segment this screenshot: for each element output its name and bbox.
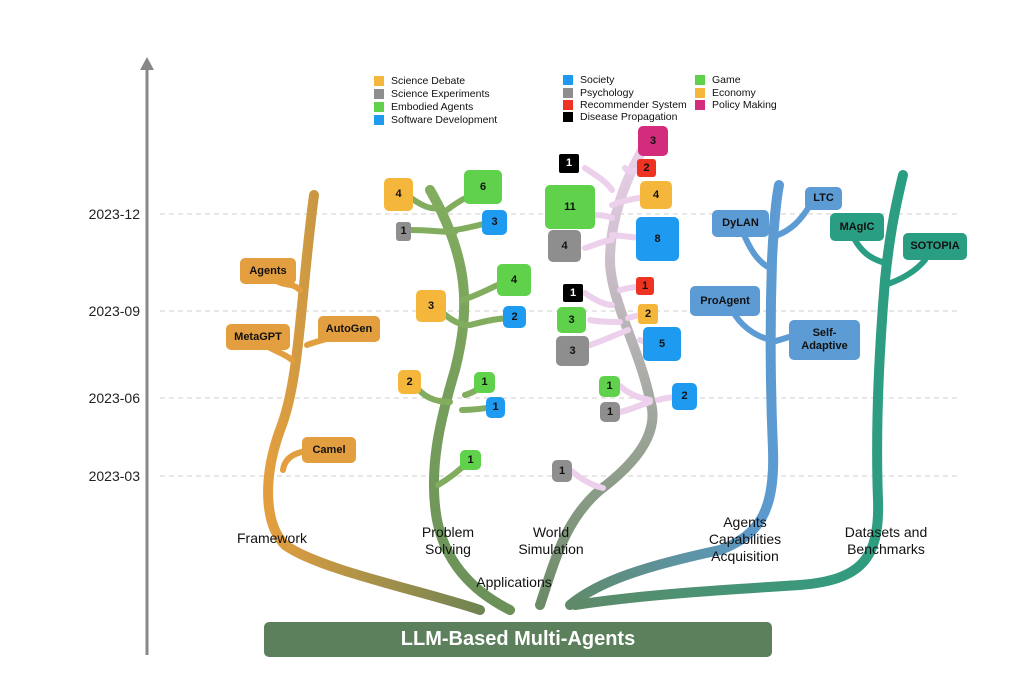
label-agents-capabilities: Agents Capabilities Acquisition <box>708 514 782 564</box>
legend-society: Society <box>563 73 614 86</box>
y-tick-2023-09: 2023-09 <box>88 303 140 319</box>
ws-node-society-5[interactable]: 5 <box>643 327 681 361</box>
legend-label: Science Debate <box>391 74 466 87</box>
ps-node-software-1[interactable]: 1 <box>486 397 505 418</box>
ws-node-recommender-1[interactable]: 1 <box>636 277 654 295</box>
ws-node-disease-1a[interactable]: 1 <box>559 154 579 173</box>
root-box: LLM-Based Multi-Agents <box>264 622 772 657</box>
legend-swatch <box>374 101 384 112</box>
ws-node-psychology-1b[interactable]: 1 <box>552 460 572 482</box>
ps-node-experiment-1[interactable]: 1 <box>396 222 411 241</box>
legend-label: Game <box>712 73 741 86</box>
legend-swatch <box>695 74 705 85</box>
legend-swatch <box>374 75 384 86</box>
legend-label: Policy Making <box>712 98 777 111</box>
legend-swatch <box>695 87 705 98</box>
legend-embodied-agents: Embodied Agents <box>374 100 473 113</box>
node-metagpt[interactable]: MetaGPT <box>226 324 290 350</box>
node-proagent[interactable]: ProAgent <box>690 286 760 316</box>
ws-node-society-8[interactable]: 8 <box>636 217 679 261</box>
legend-swatch <box>563 87 573 98</box>
legend-psychology: Psychology <box>563 86 634 99</box>
legend-swatch <box>374 114 384 125</box>
legend-swatch <box>695 99 705 110</box>
legend-science-experiments: Science Experiments <box>374 87 490 100</box>
ws-node-game-11[interactable]: 11 <box>545 185 595 229</box>
ws-node-policy-3[interactable]: 3 <box>638 126 668 156</box>
ps-node-embodied-1b[interactable]: 1 <box>460 450 481 470</box>
legend-disease-propagation: Disease Propagation <box>563 110 677 123</box>
ws-node-psychology-1a[interactable]: 1 <box>600 402 620 422</box>
legend-label: Psychology <box>580 86 634 99</box>
ps-node-embodied-1a[interactable]: 1 <box>474 372 495 393</box>
legend-label: Software Development <box>391 113 498 126</box>
legend-swatch <box>563 74 573 85</box>
legend-recommender-system: Recommender System <box>563 98 687 111</box>
y-tick-2023-03: 2023-03 <box>88 468 140 484</box>
label-world-simulation: World Simulation <box>518 524 584 557</box>
ws-node-psychology-3[interactable]: 3 <box>556 336 589 366</box>
ws-node-game-3[interactable]: 3 <box>557 307 586 333</box>
node-dylan[interactable]: DyLAN <box>712 210 769 237</box>
legend-label: Embodied Agents <box>391 100 474 113</box>
datasets-branch <box>570 170 928 610</box>
legend-label: Society <box>580 73 615 86</box>
label-applications: Applications <box>476 574 552 590</box>
ps-node-embodied-6[interactable]: 6 <box>464 170 502 204</box>
legend-label: Recommender System <box>580 98 687 111</box>
legend-science-debate: Science Debate <box>374 74 465 87</box>
ws-node-psychology-4[interactable]: 4 <box>548 230 581 262</box>
ws-node-economy-2[interactable]: 2 <box>638 304 658 324</box>
legend-software-development: Software Development <box>374 113 497 126</box>
label-datasets: Datasets and Benchmarks <box>844 524 928 557</box>
legend-swatch <box>563 111 573 122</box>
legend-policy-making: Policy Making <box>695 98 777 111</box>
ps-node-debate-2[interactable]: 2 <box>398 370 421 394</box>
node-self-adaptive[interactable]: Self- Adaptive <box>789 320 860 360</box>
ws-node-society-2[interactable]: 2 <box>672 383 697 410</box>
ps-node-software-3[interactable]: 3 <box>482 210 507 235</box>
ps-node-debate-3[interactable]: 3 <box>416 290 446 322</box>
legend-game: Game <box>695 73 741 86</box>
node-sotopia[interactable]: SOTOPIA <box>903 233 967 260</box>
node-ltc[interactable]: LTC <box>805 187 842 210</box>
legend-label: Disease Propagation <box>580 110 678 123</box>
node-camel[interactable]: Camel <box>302 437 356 463</box>
ps-node-debate-4[interactable]: 4 <box>384 178 413 211</box>
ps-node-software-2[interactable]: 2 <box>503 306 526 328</box>
ws-node-disease-1b[interactable]: 1 <box>563 284 583 302</box>
ws-node-recommender-2[interactable]: 2 <box>637 159 656 177</box>
y-axis-arrow <box>140 57 154 70</box>
node-autogen[interactable]: AutoGen <box>318 316 380 342</box>
ws-node-game-1[interactable]: 1 <box>599 376 620 397</box>
legend-label: Economy <box>712 86 756 99</box>
node-magic[interactable]: MAgIC <box>830 213 884 241</box>
legend-label: Science Experiments <box>391 87 490 100</box>
y-tick-2023-06: 2023-06 <box>88 390 140 406</box>
label-problem-solving: Problem Solving <box>421 524 475 557</box>
legend-swatch <box>563 99 573 110</box>
ps-node-embodied-4[interactable]: 4 <box>497 264 531 296</box>
y-tick-2023-12: 2023-12 <box>88 206 140 222</box>
node-agents[interactable]: Agents <box>240 258 296 284</box>
ws-node-economy-4[interactable]: 4 <box>640 181 672 209</box>
label-framework: Framework <box>236 530 307 546</box>
legend-swatch <box>374 88 384 99</box>
legend-economy: Economy <box>695 86 756 99</box>
